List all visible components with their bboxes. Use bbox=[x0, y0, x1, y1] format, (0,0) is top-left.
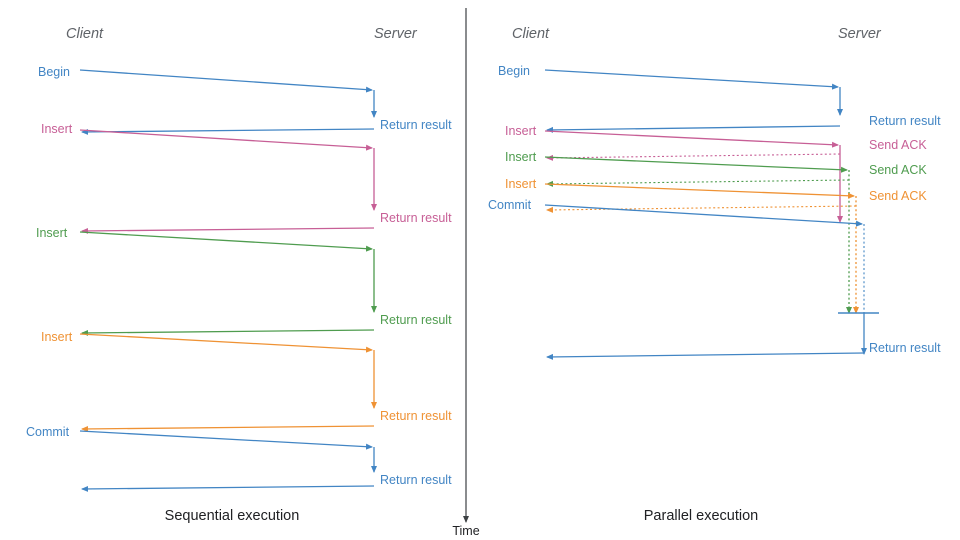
p-message-ack-3 bbox=[546, 205, 857, 213]
p-message-request-2 bbox=[544, 156, 848, 173]
request-label-insert-3: Insert bbox=[41, 330, 73, 344]
actor-label-client-sequential: Client bbox=[66, 26, 104, 42]
message-response-3 bbox=[81, 425, 375, 432]
p-message-ack-2 bbox=[546, 179, 850, 187]
request-label-begin-0: Begin bbox=[38, 65, 70, 79]
response-label-2: Return result bbox=[380, 313, 452, 327]
message-request-1 bbox=[79, 129, 373, 151]
request-label-commit-4: Commit bbox=[26, 425, 70, 439]
caption-parallel: Parallel execution bbox=[644, 508, 758, 524]
message-request-3 bbox=[79, 333, 373, 353]
p-request-label-insert-1: Insert bbox=[505, 124, 537, 138]
p-message-response-0 bbox=[546, 125, 841, 133]
message-response-2 bbox=[81, 329, 375, 336]
p-message-request-3 bbox=[544, 183, 855, 199]
p-response-label-4: Return result bbox=[869, 341, 941, 355]
time-axis-label: Time bbox=[452, 524, 479, 538]
p-request-label-insert-2: Insert bbox=[505, 150, 537, 164]
p-message-ack-1 bbox=[546, 153, 841, 161]
message-request-0 bbox=[79, 69, 373, 93]
actor-label-client-parallel: Client bbox=[512, 26, 550, 42]
message-request-4 bbox=[79, 430, 373, 450]
response-label-0: Return result bbox=[380, 118, 452, 132]
caption-sequential: Sequential execution bbox=[165, 508, 300, 524]
actor-label-server-parallel: Server bbox=[838, 26, 882, 42]
p-response-label-0: Return result bbox=[869, 114, 941, 128]
ack-label-3: Send ACK bbox=[869, 189, 927, 203]
message-response-1 bbox=[81, 227, 375, 234]
p-request-label-commit-4: Commit bbox=[488, 198, 532, 212]
message-response-0 bbox=[81, 128, 375, 135]
actor-label-server-sequential: Server bbox=[374, 26, 418, 42]
p-message-response-final bbox=[546, 352, 865, 360]
p-message-request-1 bbox=[544, 130, 839, 148]
message-request-2 bbox=[79, 231, 373, 252]
request-label-insert-2: Insert bbox=[36, 226, 68, 240]
ack-label-1: Send ACK bbox=[869, 138, 927, 152]
response-label-1: Return result bbox=[380, 211, 452, 225]
message-response-4 bbox=[81, 485, 375, 492]
p-message-request-0 bbox=[544, 69, 839, 90]
p-request-label-begin-0: Begin bbox=[498, 64, 530, 78]
time-axis: Time bbox=[452, 8, 480, 538]
response-label-3: Return result bbox=[380, 409, 452, 423]
p-request-label-insert-3: Insert bbox=[505, 177, 537, 191]
ack-label-2: Send ACK bbox=[869, 163, 927, 177]
response-label-4: Return result bbox=[380, 473, 452, 487]
p-message-request-4 bbox=[544, 204, 863, 227]
request-label-insert-1: Insert bbox=[41, 122, 73, 136]
